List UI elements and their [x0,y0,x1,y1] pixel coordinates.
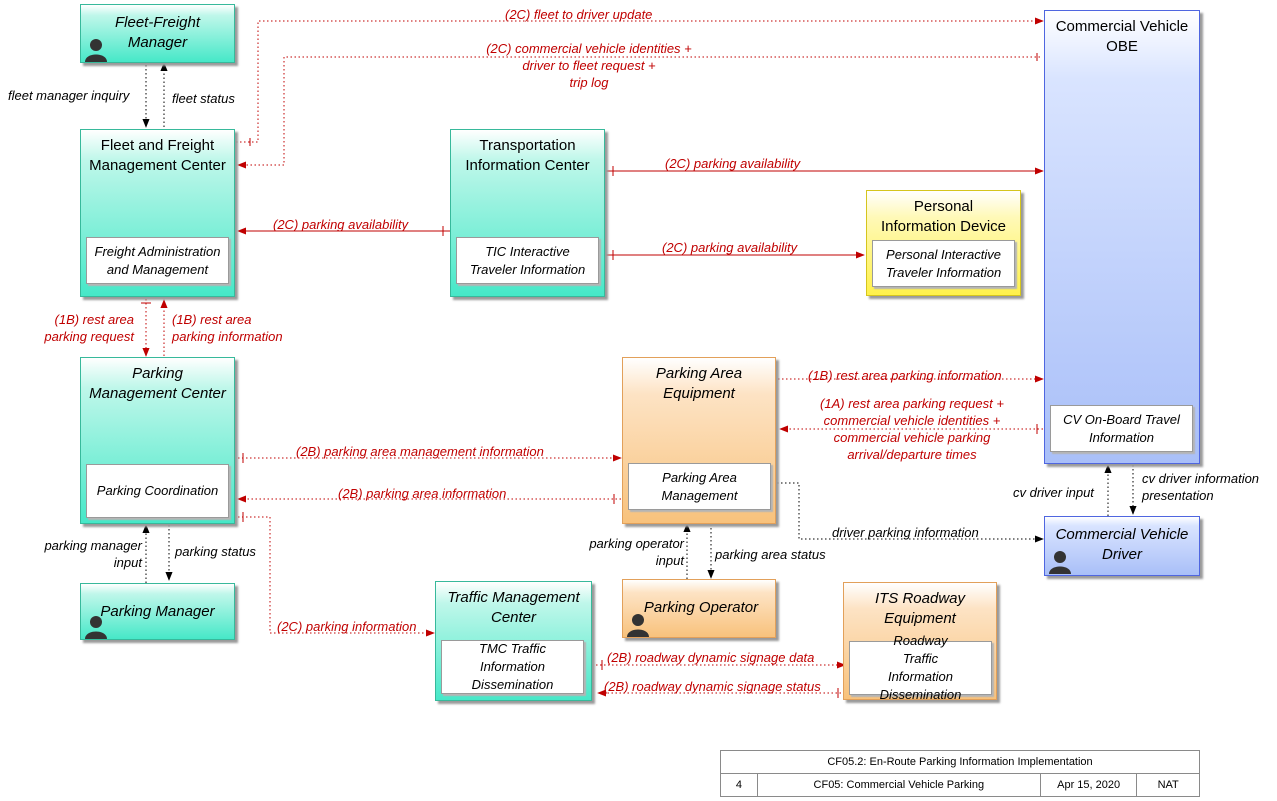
title-block-service: CF05: Commercial Vehicle Parking [756,773,1041,797]
label-parking-area-status: parking area status [715,547,826,562]
its-roadway-equipment-box[interactable]: ITS Roadway Equipment Roadway Traffic In… [843,582,997,702]
label-line: trip log [569,75,609,90]
label-line: commercial vehicle identities + [823,413,1001,428]
personal-device-title: Personal Information Device [880,198,1007,235]
label-rest-area-request-obe: (1A) rest area parking request + commerc… [796,395,1028,463]
label-fleet-to-driver-update: (2C) fleet to driver update [505,7,653,22]
label-line: parking information [172,329,283,344]
label-line: arrival/departure times [847,447,977,462]
label-line: (2C) commercial vehicle identities + [486,41,692,56]
parking-mgmt-center-title: Parking Management Center [89,365,226,402]
its-roadway-equipment-title: ITS Roadway Equipment [874,590,966,627]
label-parking-operator-input: parking operator input [560,535,684,569]
label-line: parking request [44,329,134,344]
fleet-freight-manager-box[interactable]: Fleet-Freight Manager [80,4,235,63]
parking-area-management-function[interactable]: Parking Area Management [628,463,771,510]
tic-box[interactable]: Transportation Information Center TIC In… [450,129,605,297]
label-line: parking manager [44,538,142,553]
title-block-page: 4 [720,773,758,797]
title-block-source: NAT [1136,773,1200,797]
flow-parking-information [238,516,435,637]
freight-admin-function[interactable]: Freight Administration and Management [86,237,229,284]
traffic-mgmt-center-title: Traffic Management Center [447,589,580,626]
person-icon [85,39,107,62]
person-icon [85,616,107,639]
label-roadway-signage-data: (2B) roadway dynamic signage data [607,650,815,665]
label-line: (1A) rest area parking request + [820,396,1004,411]
cv-driver-box[interactable]: Commercial Vehicle Driver [1044,516,1200,576]
label-cv-driver-input: cv driver input [1013,485,1094,500]
fleet-freight-center-title: Fleet and Freight Management Center [89,137,226,174]
tic-interactive-function[interactable]: TIC Interactive Traveler Information [456,237,599,284]
parking-mgmt-center-box[interactable]: Parking Management Center Parking Coordi… [80,357,235,524]
cv-onboard-function[interactable]: CV On-Board Travel Information [1050,405,1193,452]
label-parking-area-mgmt-info: (2B) parking area management information [296,444,544,459]
label-fleet-manager-inquiry: fleet manager inquiry [8,88,130,103]
label-fleet-status: fleet status [172,91,235,106]
label-driver-parking-info: driver parking information [832,525,979,540]
personal-device-box[interactable]: Personal Information Device Personal Int… [866,190,1021,296]
cv-obe-title: Commercial Vehicle OBE [1055,18,1189,55]
parking-coordination-function[interactable]: Parking Coordination [86,464,229,518]
title-block: CF05.2: En-Route Parking Information Imp… [720,750,1200,797]
personal-interactive-function[interactable]: Personal Interactive Traveler Informatio… [872,240,1015,287]
label-line: (1B) rest area [54,312,134,327]
parking-area-equipment-box[interactable]: Parking Area Equipment Parking Area Mana… [622,357,776,524]
label-line: commercial vehicle parking [833,430,991,445]
label-rest-area-info: (1B) rest area parking information [172,311,283,345]
label-line: driver to fleet request + [522,58,656,73]
label-rest-area-parking-info-obe: (1B) rest area parking information [808,368,1002,383]
label-parking-information: (2C) parking information [277,619,417,634]
label-parking-availability-obe: (2C) parking availability [665,156,801,171]
parking-area-equipment-title: Parking Area Equipment [655,365,743,402]
label-line: input [113,555,142,570]
parking-manager-box[interactable]: Parking Manager [80,583,235,640]
label-cv-driver-info-presentation: cv driver information presentation [1142,470,1259,504]
tic-title: Transportation Information Center [465,137,590,174]
label-line: input [655,553,684,568]
label-roadway-signage-status: (2B) roadway dynamic signage status [604,679,821,694]
fleet-freight-center-box[interactable]: Fleet and Freight Management Center Frei… [80,129,235,297]
person-icon [1049,551,1071,574]
roadway-traffic-info-function[interactable]: Roadway Traffic Information Disseminatio… [849,633,992,702]
label-cv-identities: (2C) commercial vehicle identities + dri… [474,40,704,91]
cv-obe-box[interactable]: Commercial Vehicle OBE CV On-Board Trave… [1044,10,1200,464]
person-icon [627,614,649,637]
parking-operator-box[interactable]: Parking Operator [622,579,776,638]
label-parking-area-info: (2B) parking area information [338,486,507,501]
traffic-mgmt-center-box[interactable]: Traffic Management Center TMC Traffic In… [435,581,592,701]
label-parking-availability-fleet: (2C) parking availability [273,217,409,232]
title-block-date: Apr 15, 2020 [1039,773,1138,797]
label-rest-area-request: (1B) rest area parking request [20,311,134,345]
label-parking-status: parking status [175,544,256,559]
parking-operator-title: Parking Operator [643,599,759,616]
label-parking-availability-pid: (2C) parking availability [662,240,798,255]
label-line: presentation [1142,488,1214,503]
label-line: cv driver information [1142,471,1260,486]
label-line: (1B) rest area [172,312,252,327]
parking-manager-title: Parking Manager [100,603,215,620]
fleet-freight-manager-title: Fleet-Freight Manager [114,14,201,51]
flow-driver-parking-info [777,482,1044,543]
title-block-title: CF05.2: En-Route Parking Information Imp… [720,750,1200,774]
label-parking-manager-input: parking manager input [20,537,142,571]
label-line: parking operator [589,536,684,551]
cv-driver-title: Commercial Vehicle Driver [1055,526,1189,563]
tmc-traffic-info-function[interactable]: TMC Traffic Information Dissemination [441,640,584,694]
